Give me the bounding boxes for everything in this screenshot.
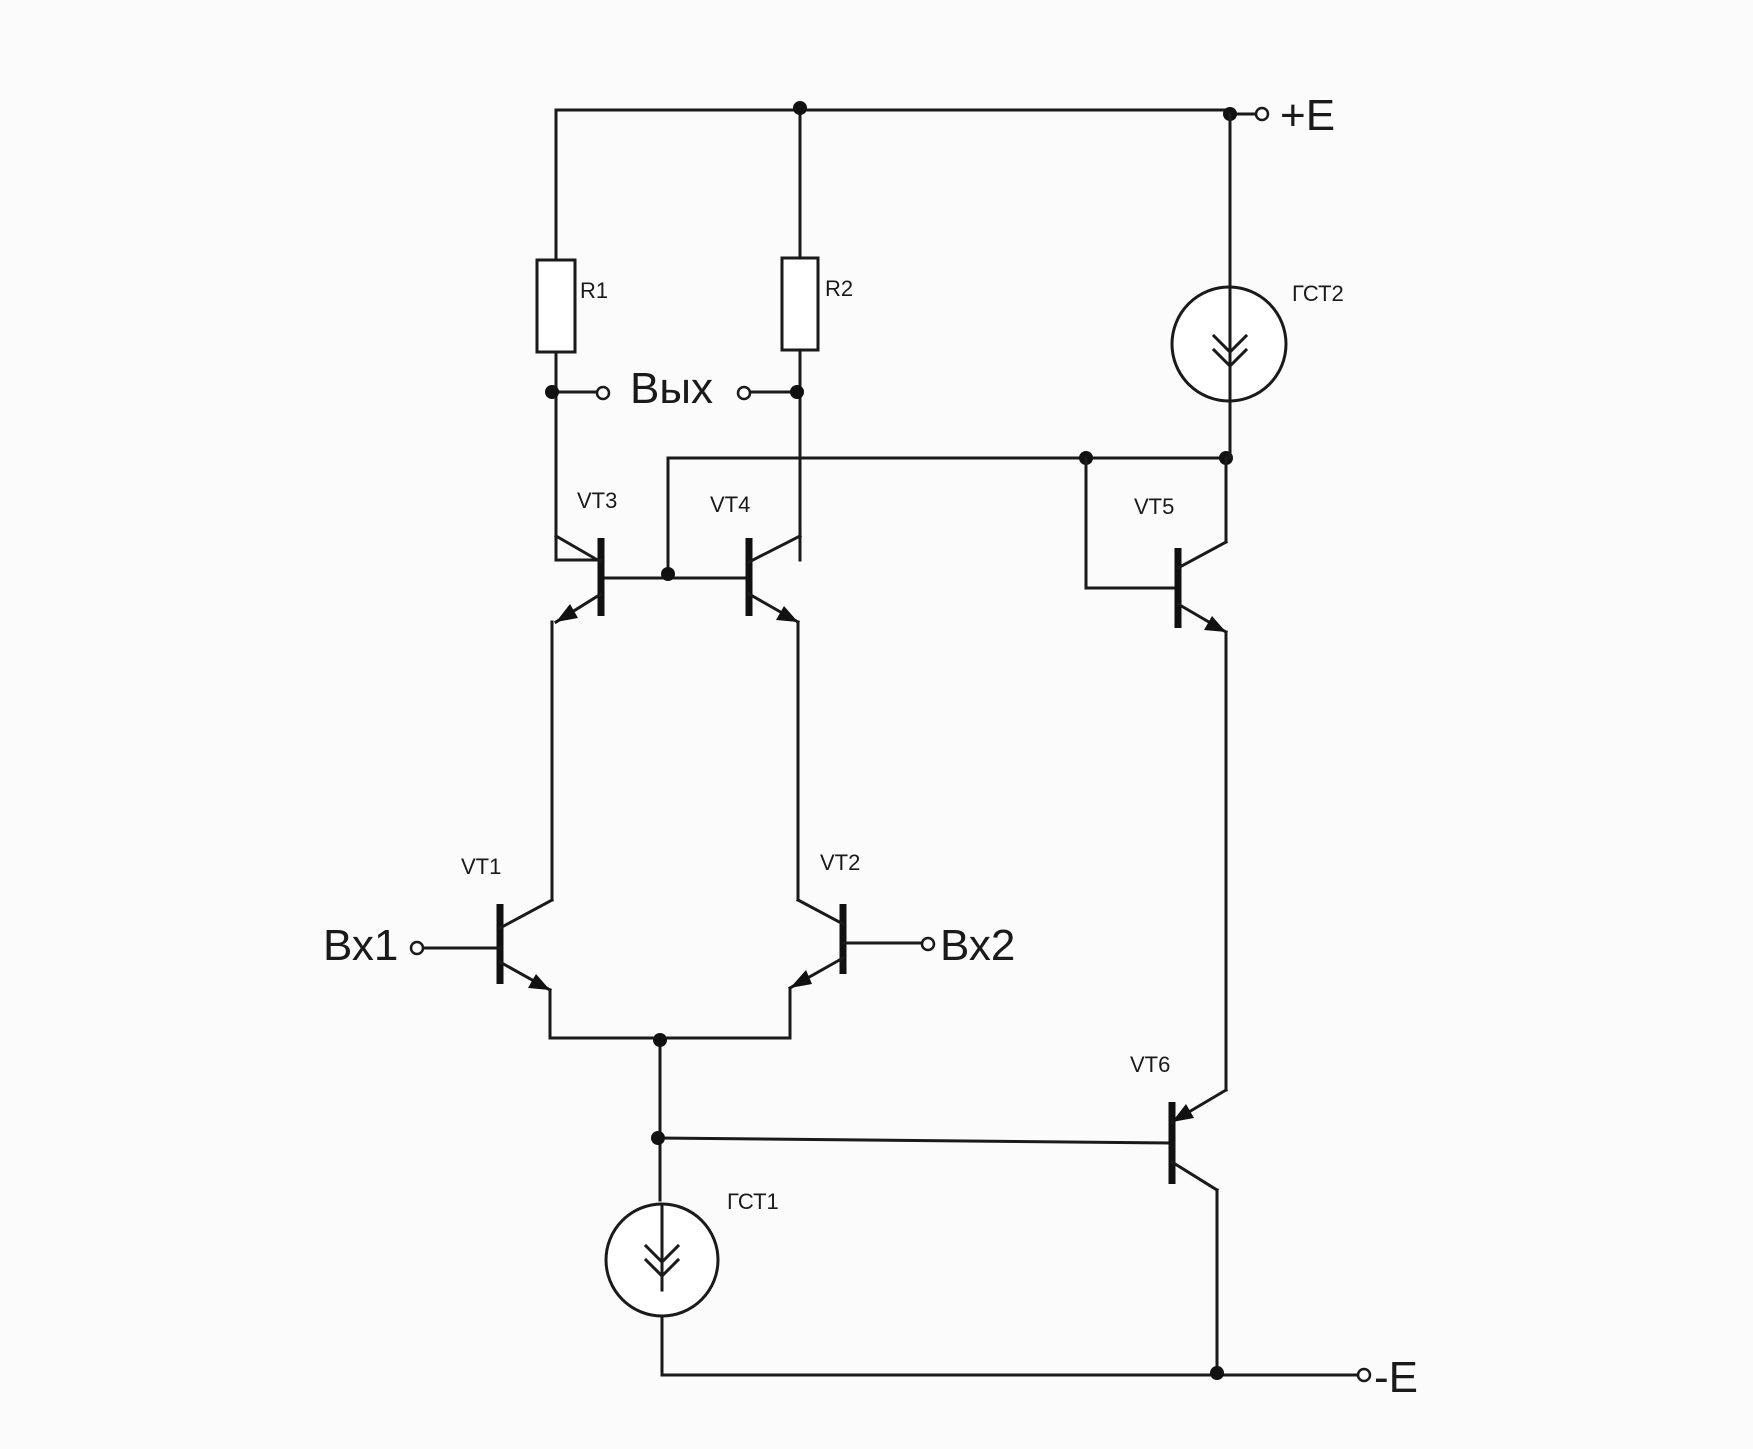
gst2-label: ГСТ2 <box>1292 281 1344 306</box>
vt1-label: VT1 <box>461 854 501 879</box>
positive-rail <box>554 101 1262 322</box>
input1-terminal[interactable] <box>409 940 425 956</box>
output-label: Вых <box>630 364 713 413</box>
output-tap-wires <box>545 385 804 399</box>
vt2-label: VT2 <box>820 850 860 875</box>
transistor-vt3 <box>550 533 605 902</box>
emitter-arrow-icon <box>776 606 798 622</box>
plus-e-terminal[interactable] <box>1254 106 1270 122</box>
minus-e-label: -E <box>1374 1353 1418 1402</box>
negative-rail <box>660 1188 1362 1380</box>
transistor-vt5 <box>1084 456 1229 1092</box>
output-terminal-left[interactable] <box>595 385 611 401</box>
minus-e-terminal[interactable] <box>1356 1367 1372 1383</box>
current-source-gst2 <box>1170 112 1288 460</box>
plus-e-label: +E <box>1280 91 1335 140</box>
transistor-vt6 <box>1168 1087 1229 1193</box>
vt4-label: VT4 <box>710 492 750 517</box>
emitter-arrow-icon <box>556 604 578 622</box>
input1-label: Вх1 <box>323 921 398 970</box>
input2-label: Вх2 <box>940 921 1015 970</box>
current-arrow-icon <box>643 1243 681 1265</box>
emitter-arrow-icon <box>1204 616 1226 632</box>
vt3-label: VT3 <box>577 488 617 513</box>
transistor-vt1 <box>421 897 792 1040</box>
resistor-r1 <box>535 258 577 562</box>
r2-label: R2 <box>825 276 853 301</box>
resistor-r2 <box>780 256 820 562</box>
output-terminal-right[interactable] <box>736 385 752 401</box>
gst1-label: ГСТ1 <box>727 1189 779 1214</box>
vt6-label: VT6 <box>1130 1052 1170 1077</box>
r1-label: R1 <box>580 278 608 303</box>
transistor-vt2 <box>787 897 924 991</box>
current-source-gst1 <box>604 1202 720 1318</box>
tail-node-wires <box>651 1033 1174 1202</box>
emitter-arrow-icon <box>1172 1104 1194 1122</box>
emitter-arrow-icon <box>790 970 812 988</box>
transistor-vt4 <box>745 533 803 902</box>
vt5-label: VT5 <box>1134 494 1174 519</box>
input2-terminal[interactable] <box>920 936 936 952</box>
current-arrow-icon <box>1211 333 1249 355</box>
emitter-arrow-icon <box>528 974 550 990</box>
